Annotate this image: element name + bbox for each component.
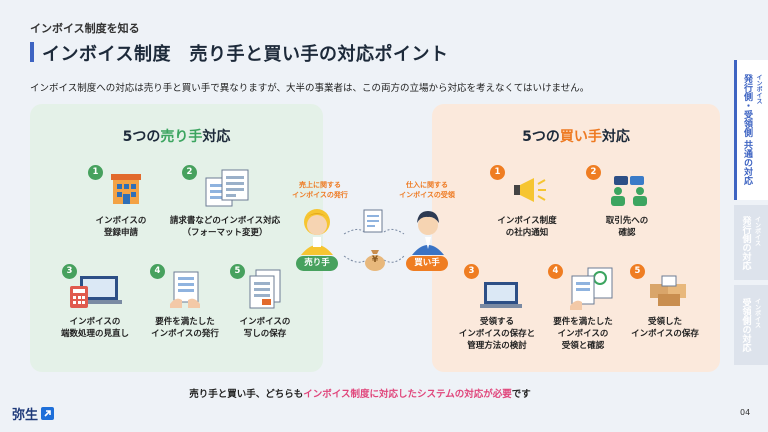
buyer-title-prefix: 5つの — [522, 129, 560, 145]
bottom-msg-suffix: です — [511, 389, 531, 400]
buyer-title-suffix: 対応 — [601, 129, 630, 145]
buyer-step-2-badge: 2 — [586, 165, 601, 180]
side-tab-common-text: インボイス発行側・受領側 共通の対応 — [741, 74, 764, 185]
bottom-msg-highlight: インボイス制度に対応したシステムの対応が必要 — [303, 389, 512, 400]
seller-step-2-badge: 2 — [182, 165, 197, 180]
side-tab-issuer-small: インボイス — [753, 215, 761, 246]
seller-role-badge: 売り手 — [296, 256, 338, 271]
bottom-msg-prefix: 売り手と買い手、どちらも — [189, 389, 304, 400]
buyer-step-5-badge: 5 — [630, 264, 645, 279]
seller-step-1-badge: 1 — [88, 165, 103, 180]
seller-step-5-badge: 5 — [230, 264, 245, 279]
storage-boxes-icon — [650, 275, 686, 306]
conversation-icon — [611, 176, 647, 206]
side-tab-common-small: インボイス — [755, 74, 762, 105]
seller-title-highlight: 売り手 — [160, 129, 203, 145]
logo-text: 弥生 — [12, 408, 39, 423]
side-tab-issuer-text: インボイス発行側の対応 — [740, 216, 763, 270]
buyer-role-badge: 買い手 — [406, 256, 448, 271]
intro-text: インボイス制度への対応は売り手と買い手で異なりますが、大半の事業者は、この両方の… — [30, 83, 590, 94]
yayoi-logo: 弥生 — [12, 404, 55, 423]
buyer-step-4-badge: 4 — [548, 264, 563, 279]
side-tab-common[interactable]: インボイス発行側・受領側 共通の対応 — [734, 60, 768, 200]
yen-moneybag-icon — [365, 250, 385, 271]
invoice-documents-icon — [205, 169, 249, 207]
side-tab-receiver-label: 受領側の対応 — [740, 298, 751, 352]
seller-flow-caption: 売上に関する インボイスの発行 — [292, 181, 348, 199]
seller-title-prefix: 5つの — [122, 129, 161, 145]
seller-panel-title: 5つの売り手対応 — [30, 126, 323, 146]
side-tab-receiver[interactable]: インボイス受領側の対応 — [734, 285, 768, 365]
buyer-step-3-badge: 3 — [464, 264, 479, 279]
seller-panel: 5つの売り手対応 1 インボイスの 登録申請 2 請求書などのインボイス対応 （… — [30, 104, 323, 372]
buyer-step-5-label: 受領した インボイスの保存 — [631, 317, 699, 339]
logo-arrow-icon — [41, 407, 55, 420]
side-tab-receiver-text: インボイス受領側の対応 — [740, 298, 763, 352]
buyer-step-3-label: 受領する インボイスの保存と 管理方法の検討 — [458, 317, 536, 351]
laptop-icon — [480, 282, 522, 308]
buyer-step-2-label: 取引先への 確認 — [605, 216, 649, 238]
invoice-review-icon — [570, 267, 613, 310]
buyer-title-highlight: 買い手 — [559, 129, 602, 145]
buyer-panel: 5つの買い手対応 1 インボイス制度 の社内通知 2 取引先への 確認 3 受 — [432, 104, 720, 372]
invoice-copy-icon — [249, 269, 281, 309]
buyer-step-1-label: インボイス制度 の社内通知 — [497, 216, 557, 238]
seller-step-3-badge: 3 — [62, 264, 77, 279]
side-tab-common-label: 発行側・受領側 共通の対応 — [742, 74, 752, 186]
calculator-laptop-icon — [70, 276, 122, 308]
buyer-step-4-label: 要件を満たした インボイスの 受領と確認 — [553, 317, 613, 351]
invoice-issue-icon — [170, 271, 200, 308]
seller-person-icon — [301, 209, 333, 255]
seller-step-5-label: インボイスの 写しの保存 — [239, 317, 291, 339]
side-tab-issuer[interactable]: インボイス発行側の対応 — [734, 205, 768, 280]
building-icon — [111, 174, 141, 204]
seller-step-1-label: インボイスの 登録申請 — [95, 216, 147, 238]
buyer-panel-title: 5つの買い手対応 — [432, 126, 720, 146]
section-kicker: インボイス制度を知る — [30, 22, 140, 35]
buyer-person-icon — [412, 211, 444, 255]
side-tab-issuer-label: 発行側の対応 — [740, 215, 751, 270]
page-number: 04 — [740, 408, 751, 417]
yen-symbol: ¥ — [371, 255, 379, 265]
seller-step-2-label: 請求書などのインボイス対応 （フォーマット変更） — [169, 216, 281, 238]
bottom-message: 売り手と買い手、どちらもインボイス制度に対応したシステムの対応が必要です — [0, 386, 720, 400]
side-tab-receiver-small: インボイス — [753, 298, 761, 328]
buyer-step-1-badge: 1 — [490, 165, 505, 180]
megaphone-icon — [514, 178, 546, 202]
seller-title-suffix: 対応 — [202, 129, 231, 145]
seller-step-4-badge: 4 — [150, 264, 165, 279]
page-title: インボイス制度 売り手と買い手の対応ポイント — [42, 44, 449, 65]
buyer-flow-caption: 仕入に関する インボイスの受領 — [399, 181, 455, 199]
title-accent-bar — [30, 42, 34, 62]
passing-invoice-icon — [363, 209, 383, 233]
seller-step-4-label: 要件を満たした インボイスの発行 — [151, 317, 219, 339]
exchange-arrows-icon — [343, 228, 405, 263]
seller-step-3-label: インボイスの 端数処理の見直し — [60, 317, 129, 339]
